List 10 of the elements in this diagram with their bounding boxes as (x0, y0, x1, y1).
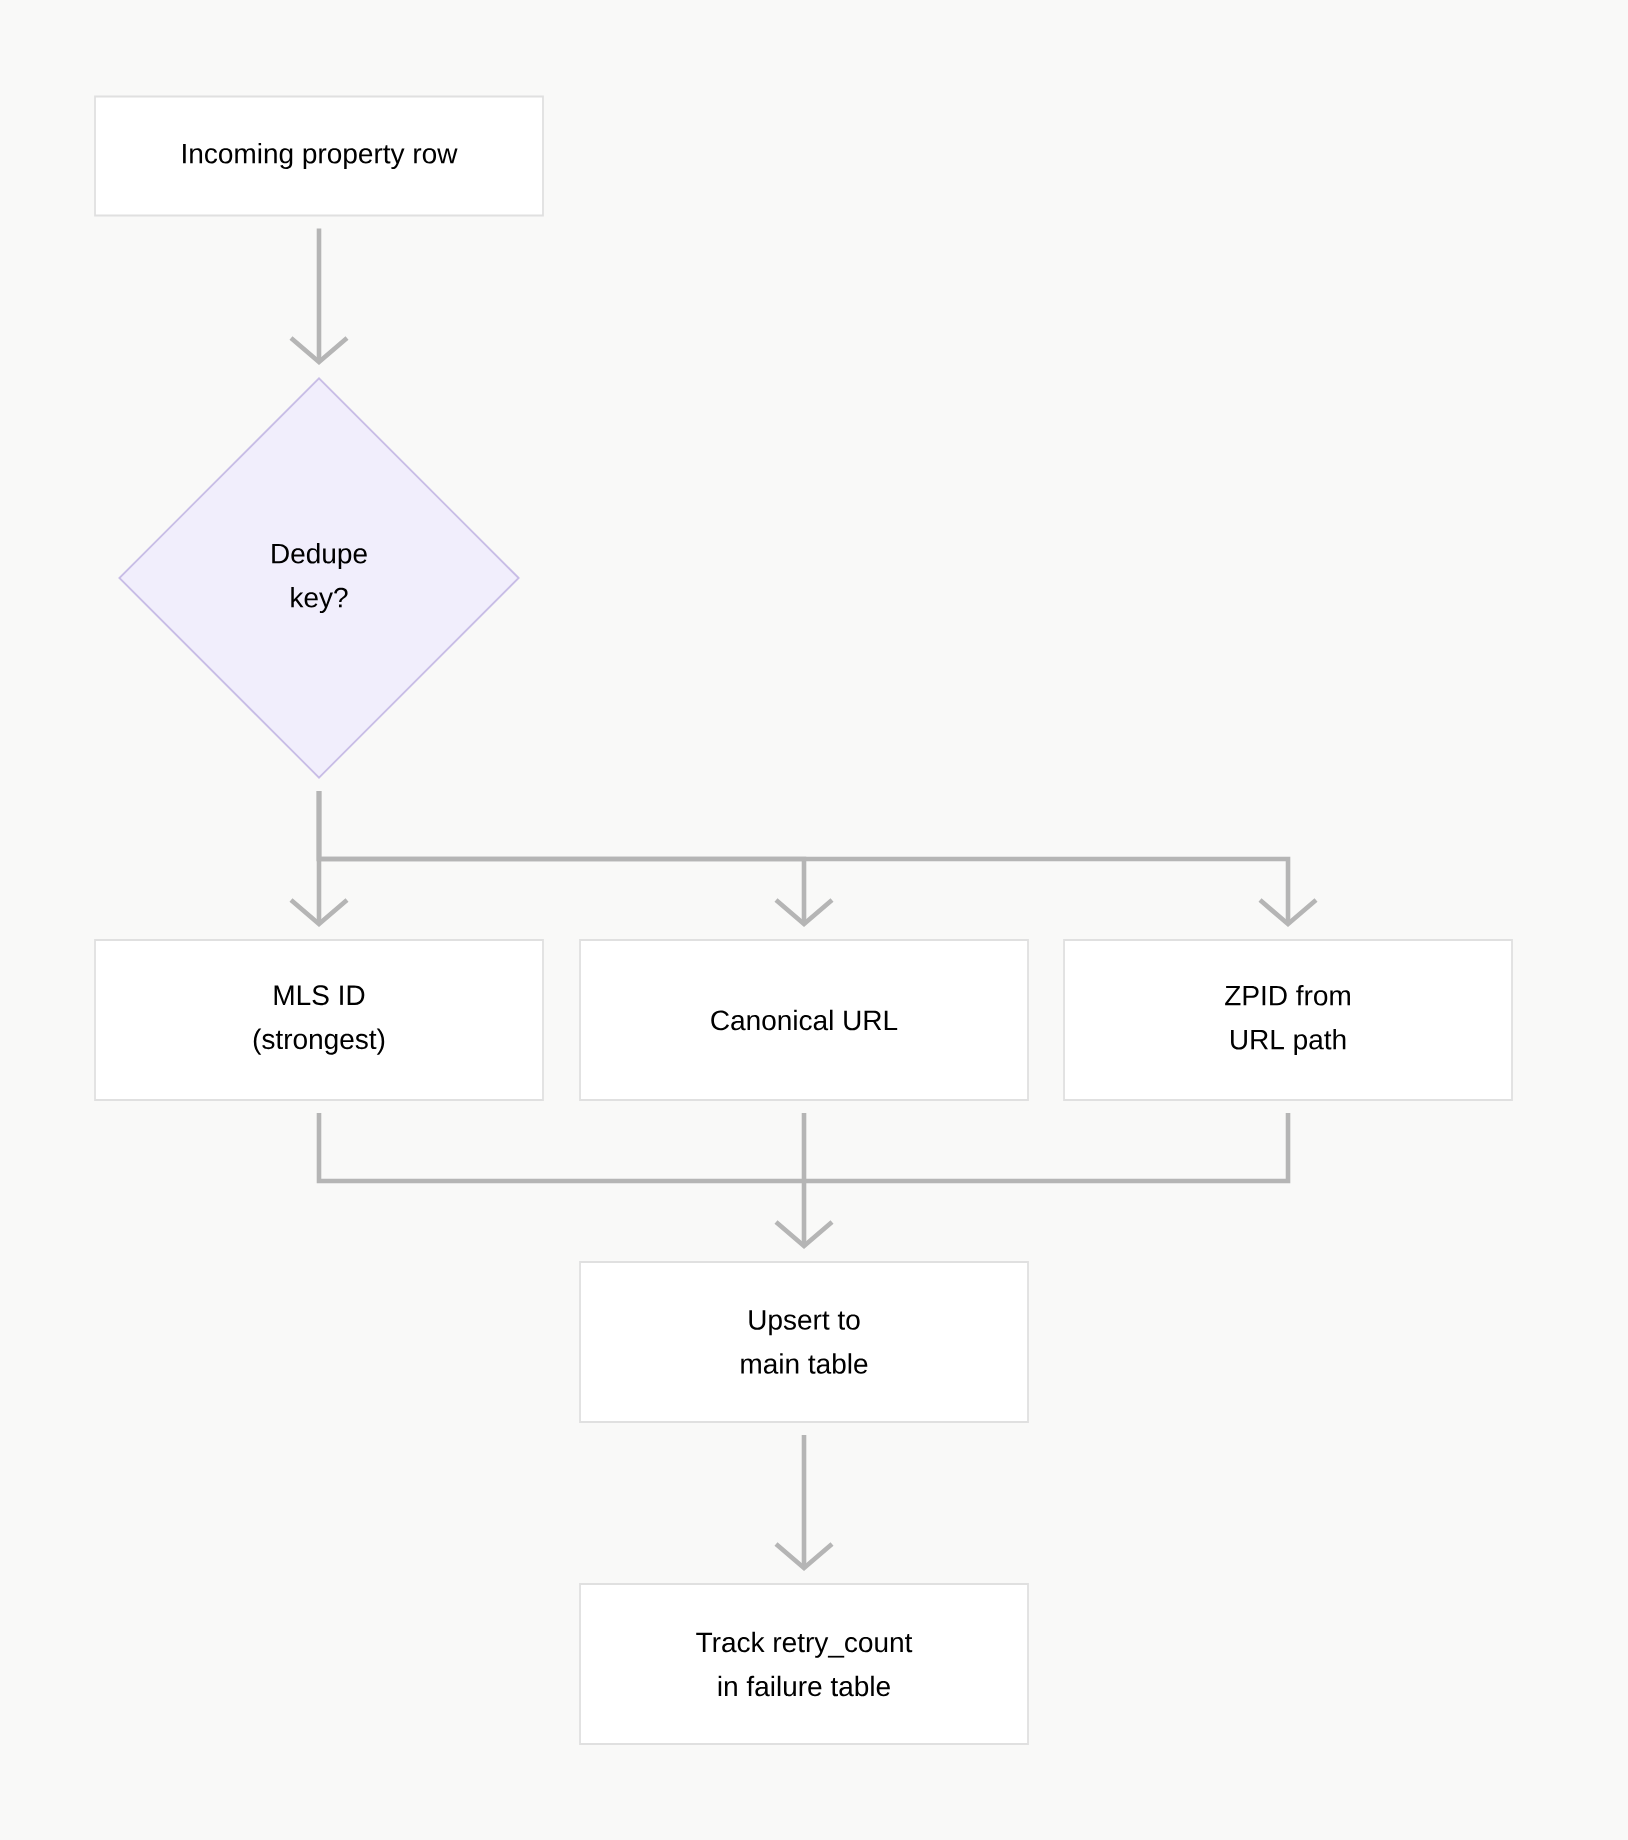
arrow (774, 1434, 834, 1572)
process-box: Canonical URL (579, 939, 1029, 1101)
process-box: Upsert to main table (579, 1261, 1029, 1423)
arrow (316, 1110, 1291, 1250)
arrow (316, 790, 1318, 928)
process-box: Track retry_count in failure table (579, 1583, 1029, 1745)
process-box: MLS ID (strongest) (94, 939, 544, 1101)
process-box: ZPID from URL path (1063, 939, 1513, 1101)
arrow (289, 228, 349, 366)
process-box: Incoming property row (94, 95, 544, 217)
